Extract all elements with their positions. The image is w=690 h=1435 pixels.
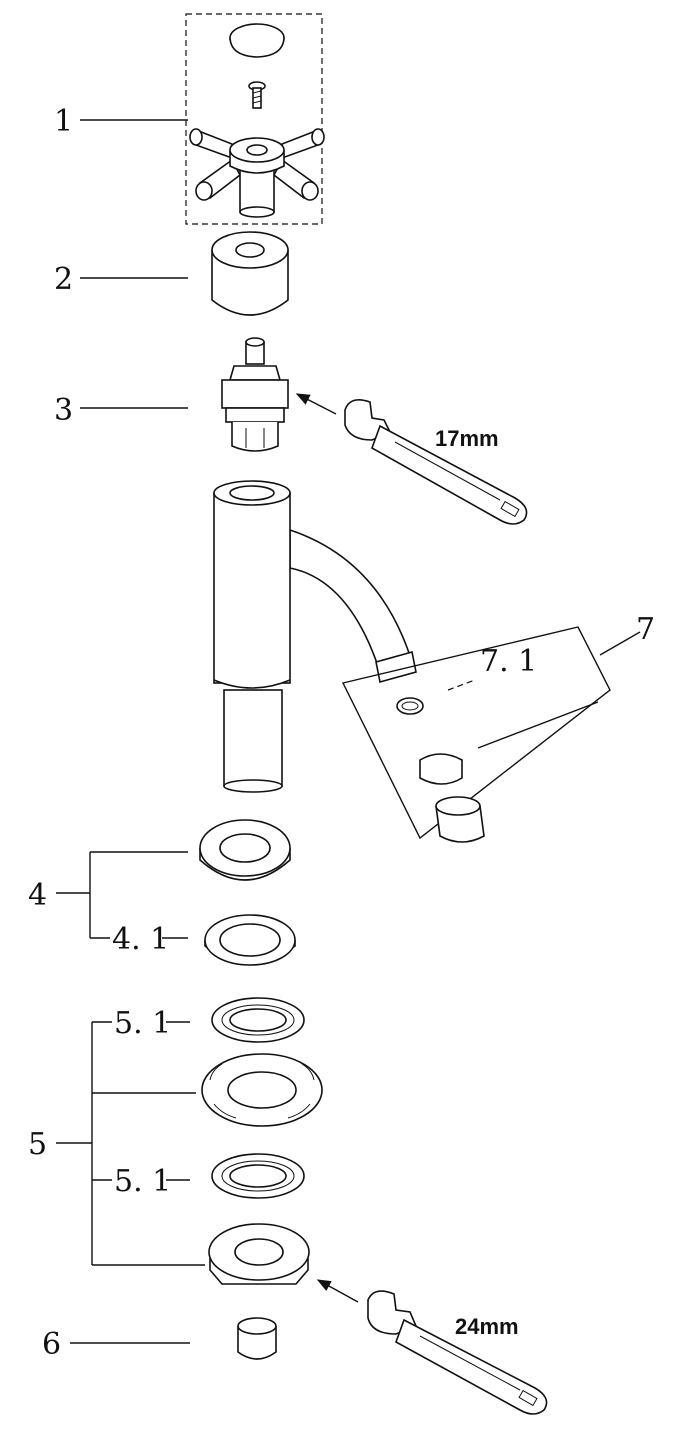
callout-4: 4 (28, 878, 47, 913)
part-7-aerator: 7. 1 7 (341, 612, 655, 843)
wrench-17mm: 17mm (295, 393, 528, 525)
part-5-mounting-kit: 5 5. 1 5. 1 (28, 997, 323, 1285)
callout-5-1-bottom: 5. 1 (114, 1164, 171, 1199)
aerator-housing (435, 796, 481, 816)
arrow-icon (316, 1279, 359, 1303)
cross-handle (189, 128, 325, 218)
aerator-washer (396, 697, 424, 715)
callout-1: 1 (54, 104, 73, 139)
part-4-base-washers: 4 4. 1 (28, 819, 296, 966)
callout-7: 7 (636, 612, 655, 647)
callout-2: 2 (54, 262, 73, 297)
wrench-17mm-label: 17mm (435, 426, 499, 451)
faucet-body (213, 480, 417, 793)
callout-3: 3 (54, 393, 73, 428)
callout-7-1: 7. 1 (480, 644, 537, 679)
arrow-icon (295, 393, 337, 415)
part-3-cartridge: 3 (54, 337, 289, 452)
wrench-24mm-label: 24mm (455, 1314, 519, 1339)
group-box (185, 13, 323, 225)
aerator-insert (419, 753, 463, 785)
part-1-handle-assembly: 1 (54, 13, 325, 225)
part-2-shroud: 2 (54, 231, 289, 316)
callout-4-1: 4. 1 (112, 922, 169, 957)
callout-5-1-top: 5. 1 (114, 1006, 171, 1041)
callout-6: 6 (42, 1327, 61, 1362)
callout-5: 5 (28, 1127, 47, 1162)
part-6-connector: 6 (42, 1317, 277, 1362)
wrench-24mm: 24mm (316, 1279, 548, 1415)
handle-screw (248, 81, 266, 109)
